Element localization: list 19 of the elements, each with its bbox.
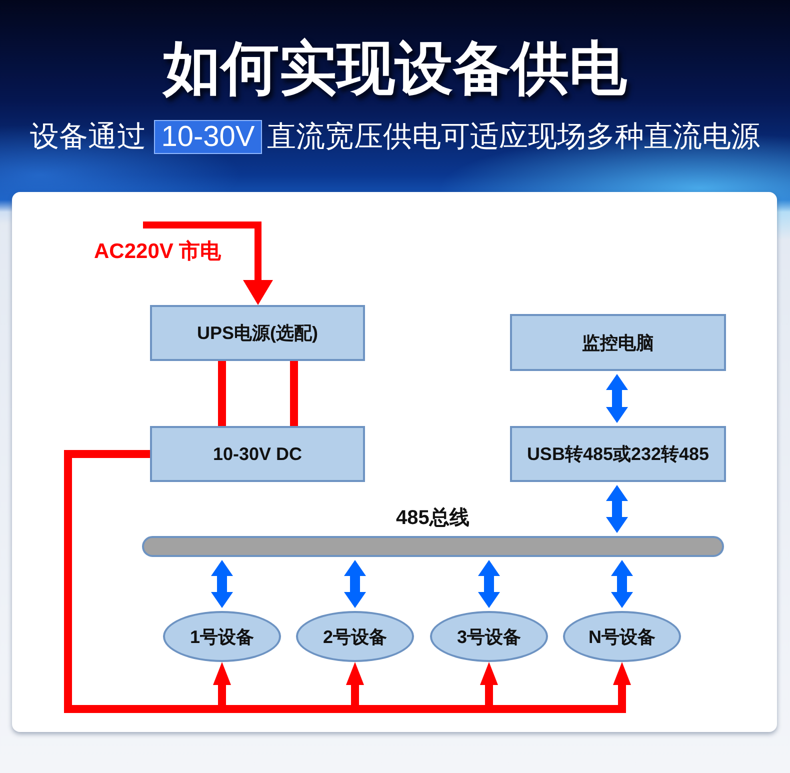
converter-box: USB转485或232转485 [510,426,726,482]
double-arrow [211,560,233,608]
double-arrow [611,560,633,608]
computer-box: 监控电脑 [510,314,726,371]
connector-line [290,361,298,426]
double-arrow [606,485,628,533]
title: 如何实现设备供电 [163,35,627,103]
ups-box: UPS电源(选配) [150,305,365,361]
subtitle: 直流宽压供电可适应现场多种直流电源 [266,120,760,154]
double-arrow [478,560,500,608]
double-arrow [606,374,628,423]
connector-line [218,361,226,426]
power-supply-box: 10-30V DC [150,426,365,482]
bus-label: 485总线 [396,506,470,531]
highlight-tag: 10-30V [154,120,262,154]
subtitle: 设备通过 [30,120,146,154]
arrow [143,222,273,305]
double-arrow [344,560,366,608]
bus-bar [142,536,724,557]
